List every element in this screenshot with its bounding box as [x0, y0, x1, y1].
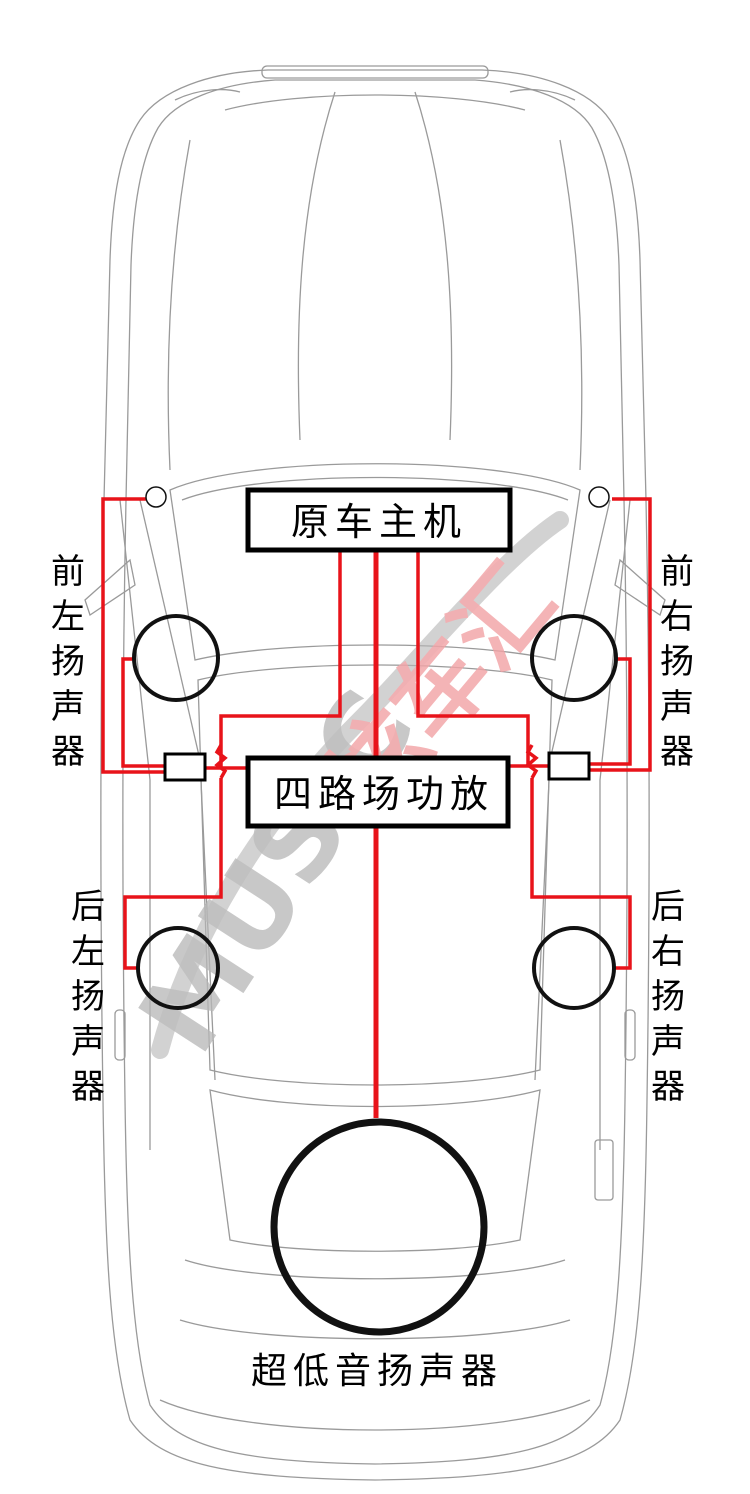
- wiring: [101, 497, 652, 1118]
- label-char: 右: [651, 932, 685, 972]
- wire-rear-right: [530, 778, 632, 970]
- head-unit-box: 原车主机: [245, 487, 513, 553]
- label-rear-left: 后 左 扬 声 器: [71, 887, 105, 1107]
- speaker-rear-left: [136, 926, 220, 1010]
- hood-arc: [224, 94, 526, 111]
- windshield: [169, 463, 581, 661]
- speaker-rear-right: [532, 926, 616, 1010]
- label-front-left: 前 左 扬 声 器: [51, 552, 85, 772]
- wire-head-to-right: [416, 550, 530, 766]
- door-handle-right: [624, 1009, 636, 1061]
- label-char: 扬: [660, 642, 694, 682]
- hood-edge-right: [559, 139, 583, 471]
- side-marker-right: [594, 1139, 614, 1201]
- watermark-swoosh: [151, 511, 569, 1059]
- label-rear-right: 后 右 扬 声 器: [651, 887, 685, 1107]
- hood-edge-left: [167, 139, 191, 471]
- label-char: 器: [71, 1067, 105, 1107]
- label-char: 器: [651, 1067, 685, 1107]
- door-line-left: [119, 499, 151, 1150]
- label-char: 器: [51, 732, 85, 772]
- label-char: 器: [660, 732, 694, 772]
- label-char: 声: [71, 1022, 105, 1062]
- amplifier-label: 四路场功放: [274, 772, 494, 816]
- wire-rear-left: [123, 778, 223, 970]
- label-char: 声: [651, 1022, 685, 1062]
- label-char: 后: [651, 887, 685, 927]
- hood-line-right: [414, 91, 453, 441]
- car-body-inner: [122, 79, 628, 1465]
- headlight-right: [509, 88, 576, 101]
- trunk-line-2: [179, 1319, 571, 1340]
- tweeter-front-left: [145, 486, 167, 508]
- speaker-front-right: [530, 614, 618, 702]
- windshield-inner: [181, 476, 569, 501]
- amplifier-frame: [245, 755, 511, 829]
- mirror-left: [84, 558, 136, 617]
- head-unit-label: 原车主机: [291, 500, 467, 544]
- wire-front-left-zig: [214, 744, 228, 779]
- head-unit-frame: [245, 487, 513, 553]
- label-char: 右: [660, 597, 694, 637]
- speaker-front-left: [132, 614, 220, 702]
- car-outline: [84, 65, 666, 1481]
- wire-front-right-tweeter: [590, 497, 652, 772]
- label-char: 前: [51, 552, 85, 592]
- label-char: 扬: [651, 977, 685, 1017]
- wire-front-right-woofer: [590, 657, 632, 766]
- rear-window: [209, 1089, 541, 1252]
- roof-outline: [197, 664, 553, 1086]
- headlight-left: [174, 88, 241, 101]
- crossover-right: [547, 751, 591, 781]
- a-pillar-right: [534, 499, 611, 1081]
- label-char: 后: [71, 887, 105, 927]
- tweeter-front-right: [588, 486, 610, 508]
- label-char: 声: [660, 687, 694, 727]
- crossover-left: [163, 752, 207, 782]
- label-char: 前: [660, 552, 694, 592]
- hood-line-left: [297, 91, 336, 441]
- label-char: 扬: [71, 977, 105, 1017]
- subwoofer: [270, 1118, 488, 1336]
- wire-front-right-zig: [525, 744, 539, 779]
- trunk-line: [184, 1259, 566, 1280]
- label-char: 声: [51, 687, 85, 727]
- wire-head-to-left: [219, 550, 342, 768]
- wire-front-left-woofer: [121, 657, 165, 768]
- label-char: 扬: [51, 642, 85, 682]
- wire-front-left-tweeter: [101, 497, 165, 774]
- subwoofer-label: 超低音扬声器: [251, 1351, 503, 1392]
- door-handle-left: [114, 1009, 126, 1061]
- speakers: [132, 486, 618, 1336]
- front-grille: [261, 65, 489, 79]
- rear-bumper: [159, 1399, 591, 1431]
- amplifier-box: 四路场功放: [245, 755, 511, 829]
- label-front-right: 前 右 扬 声 器: [660, 552, 694, 772]
- label-char: 左: [51, 597, 85, 637]
- label-char: 左: [71, 932, 105, 972]
- door-line-right: [599, 499, 631, 1150]
